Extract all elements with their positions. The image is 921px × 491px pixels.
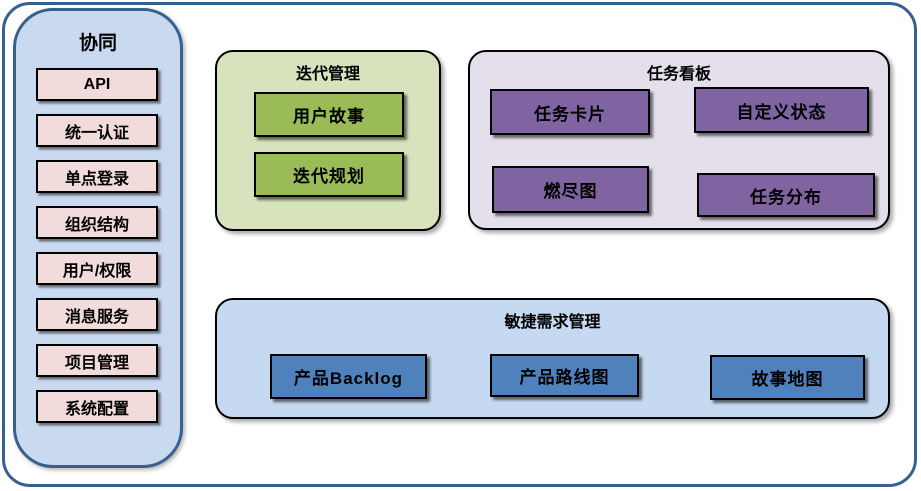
- node-burndown-chart: 燃尽图: [492, 166, 649, 213]
- node-product-backlog: 产品Backlog: [270, 354, 427, 399]
- sidebar-item-org-structure: 组织结构: [36, 206, 158, 239]
- sidebar-title: 协同: [78, 33, 117, 54]
- group-iteration-management: 迭代管理 用户故事 迭代规划: [215, 50, 441, 231]
- sidebar-item-unified-auth: 统一认证: [36, 114, 158, 147]
- group-task-board: 任务看板 任务卡片 自定义状态 燃尽图 任务分布: [468, 50, 890, 230]
- sidebar-item-sso: 单点登录: [36, 160, 158, 193]
- node-iteration-planning: 迭代规划: [254, 152, 404, 197]
- node-story-map: 故事地图: [710, 355, 865, 400]
- node-product-roadmap: 产品路线图: [490, 354, 639, 397]
- group-title-iteration-management: 迭代管理: [295, 66, 360, 83]
- sidebar-item-message-service: 消息服务: [36, 298, 158, 331]
- node-custom-status: 自定义状态: [694, 87, 869, 133]
- node-user-story: 用户故事: [254, 92, 404, 137]
- sidebar-item-api: API: [36, 68, 158, 101]
- sidebar-item-user-permissions: 用户/权限: [36, 252, 158, 285]
- group-title-task-board: 任务看板: [646, 66, 711, 83]
- node-task-distribution: 任务分布: [697, 173, 875, 217]
- sidebar-item-project-management: 项目管理: [36, 344, 158, 377]
- sidebar-group-collaboration: 协同 API 统一认证 单点登录 组织结构 用户/权限 消息服务 项目管理 系统…: [13, 8, 183, 468]
- group-agile-requirement-management: 敏捷需求管理 产品Backlog 产品路线图 故事地图: [215, 298, 890, 419]
- group-title-agile-requirement-management: 敏捷需求管理: [504, 314, 601, 331]
- sidebar-item-system-config: 系统配置: [36, 390, 158, 423]
- node-task-card: 任务卡片: [490, 89, 650, 135]
- sidebar-item-list: API 统一认证 单点登录 组织结构 用户/权限 消息服务 项目管理 系统配置: [36, 68, 158, 423]
